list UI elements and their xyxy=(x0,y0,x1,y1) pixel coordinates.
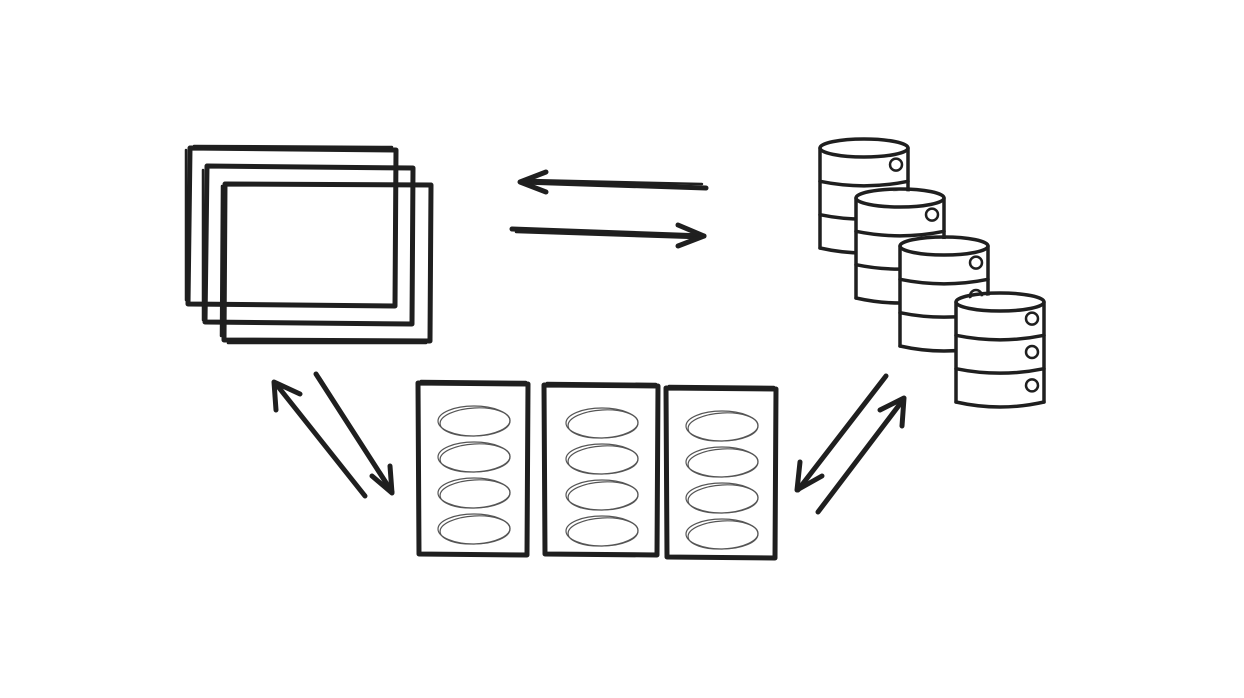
window-frame-front xyxy=(219,181,434,345)
arrow-databases-to-screens xyxy=(517,169,709,195)
server-column xyxy=(415,379,531,558)
server-column xyxy=(541,381,661,558)
indicator-icon xyxy=(968,255,984,270)
indicator-icon xyxy=(1024,311,1040,326)
indicator-icon xyxy=(1024,344,1040,360)
indicator-icon xyxy=(924,207,940,222)
arrow-screens-to-databases xyxy=(509,222,707,249)
arrow-databases-to-servers xyxy=(794,373,889,493)
databases-node xyxy=(818,137,1046,409)
arrow-servers-to-screens xyxy=(271,379,368,499)
database-cylinder xyxy=(954,291,1046,409)
arrow-screens-to-servers xyxy=(313,371,395,496)
server-column xyxy=(663,384,779,561)
screens-node xyxy=(184,144,434,345)
window-frame-middle xyxy=(201,163,416,327)
arrow-servers-to-databases xyxy=(815,395,907,515)
window-frame-back xyxy=(184,144,399,309)
indicator-icon xyxy=(1024,378,1040,393)
servers-node xyxy=(415,379,779,561)
indicator-icon xyxy=(888,157,904,172)
